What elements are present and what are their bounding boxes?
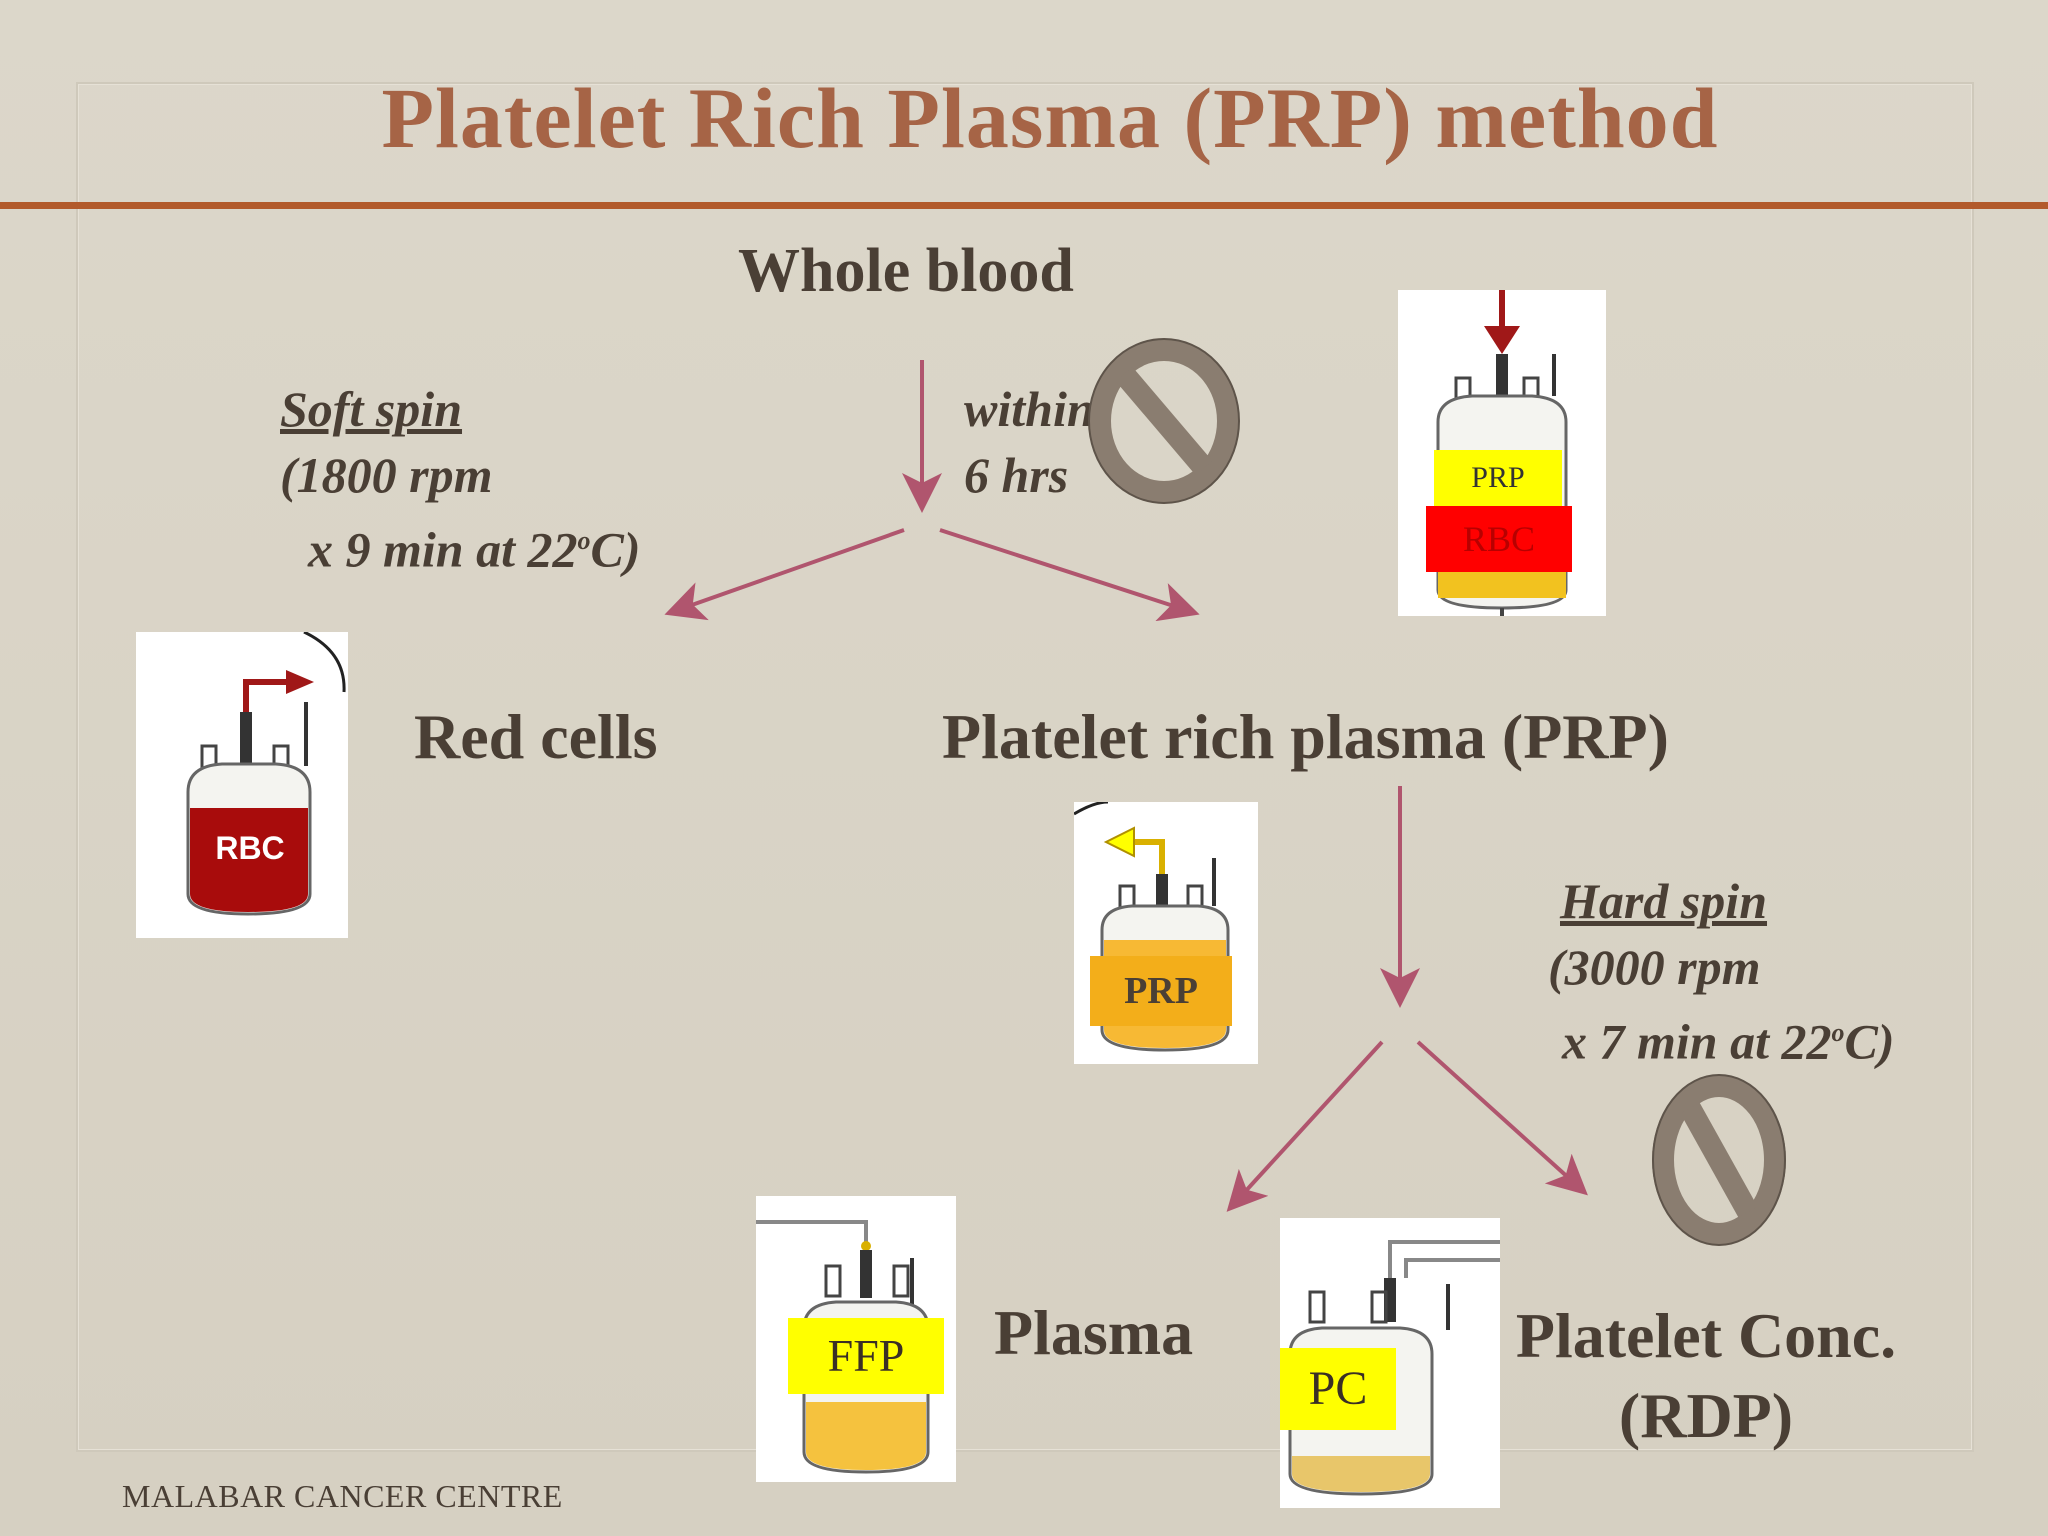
footer-organization: MALABAR CANCER CENTRE <box>122 1478 563 1514</box>
soft-spin-block: Soft spin (1800 rpm x 9 min at 22oC) <box>280 376 640 583</box>
soft-spin-line2: x 9 min at 22oC) <box>308 521 641 578</box>
soft-spin-heading: Soft spin <box>280 381 463 437</box>
platelet-conc-line2: (RDP) <box>1618 1380 1794 1451</box>
bag-label-prp: PRP <box>1434 450 1562 506</box>
hard-spin-heading: Hard spin <box>1560 873 1768 929</box>
hard-spin-block: Hard spin (3000 rpm x 7 min at 22oC) <box>1548 868 1894 1075</box>
hard-spin-line1: (3000 rpm <box>1548 939 1761 995</box>
whole-blood-label: Whole blood <box>738 237 1074 305</box>
bag-label-rbc: RBC <box>1426 506 1572 572</box>
ffp-bag-card: FFP <box>756 1196 956 1482</box>
arrow-to-plasma <box>1226 1040 1384 1212</box>
bag-label-prp: PRP <box>1090 956 1232 1026</box>
bag-label-ffp: FFP <box>788 1318 944 1394</box>
title-rule <box>0 202 2048 209</box>
arrow-to-red-cells <box>664 528 905 621</box>
blood-bag-icon <box>186 632 346 916</box>
arrow-to-platelet-conc <box>1416 1040 1588 1196</box>
within-block: within 6 hrs <box>964 376 1094 508</box>
bag-label-rbc: RBC <box>215 830 285 866</box>
platelet-conc-line1: Platelet Conc. <box>1515 1300 1897 1371</box>
bag-label-pc: PC <box>1280 1348 1396 1430</box>
prohibited-icon <box>1088 338 1240 504</box>
prp-rbc-bag-card: PRP RBC <box>1398 290 1606 616</box>
rbc-bag-card: RBC <box>136 632 348 938</box>
plasma-label: Plasma <box>994 1297 1194 1368</box>
platelet-conc-label: Platelet Conc. (RDP) <box>1506 1296 1906 1456</box>
within-line2: 6 hrs <box>964 447 1069 503</box>
arrow-to-prp <box>939 528 1200 622</box>
soft-spin-line1: (1800 rpm <box>280 447 493 503</box>
pc-bag-card: PC <box>1280 1218 1500 1508</box>
prp-bag-card: PRP <box>1074 802 1258 1064</box>
prohibited-icon <box>1652 1074 1786 1246</box>
prp-label: Platelet rich plasma (PRP) <box>942 701 1669 772</box>
hard-spin-line2: x 7 min at 22oC) <box>1562 1013 1895 1070</box>
slide-frame <box>76 82 1974 1452</box>
within-line1: within <box>964 381 1094 437</box>
red-cells-label: Red cells <box>414 701 658 772</box>
slide-title: Platelet Rich Plasma (PRP) method <box>381 70 1719 166</box>
